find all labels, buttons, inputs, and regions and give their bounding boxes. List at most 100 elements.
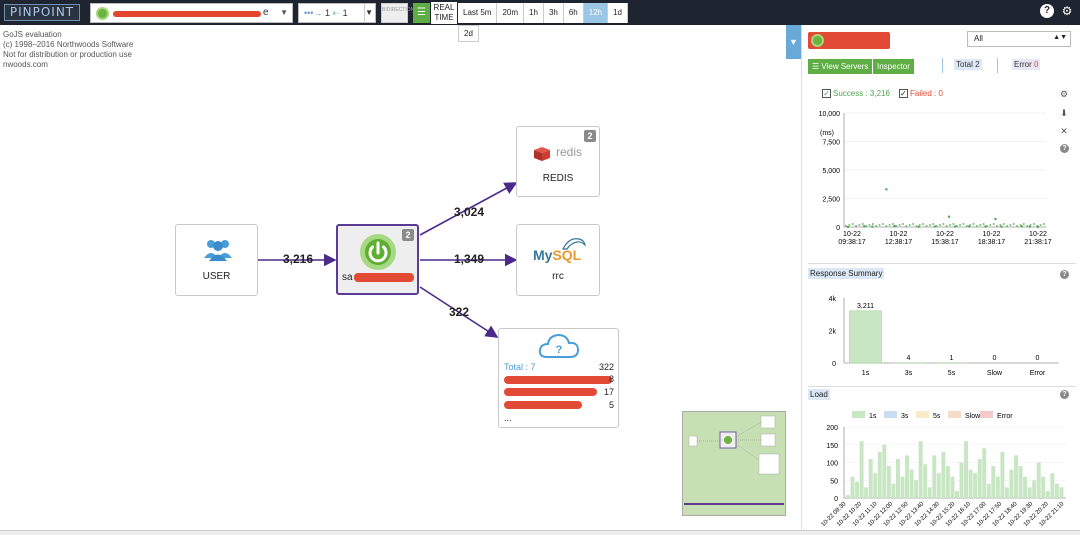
load-bar <box>918 441 923 498</box>
gojs-line: Not for distribution or production use <box>3 50 132 59</box>
edge-label-user-app: 3,216 <box>283 252 314 266</box>
scatter-point <box>962 223 965 225</box>
load-legend-swatch <box>916 411 929 418</box>
period-6h[interactable]: 6h <box>563 3 584 23</box>
scatter-point <box>851 223 854 225</box>
period-2d[interactable]: 2d <box>458 25 479 42</box>
scatter-point <box>999 224 1002 226</box>
period-last5m[interactable]: Last 5m <box>458 3 498 23</box>
outbound-depth-icon: •••→ <box>304 8 323 18</box>
gojs-line: nwoods.com <box>3 60 48 69</box>
download-icon[interactable]: ⬇ <box>1060 108 1068 118</box>
load-title: Load <box>808 389 830 400</box>
scatter-point <box>1032 223 1035 225</box>
instance-count-badge: 2 <box>584 130 596 142</box>
period-20m[interactable]: 20m <box>497 3 525 23</box>
pinpoint-logo[interactable]: PINPOINT <box>4 4 80 21</box>
load-legend-label: Error <box>997 413 1013 420</box>
load-legend-swatch <box>948 411 961 418</box>
period-3h[interactable]: 3h <box>543 3 564 23</box>
scatter-point <box>871 223 874 225</box>
summary-value-label: 1 <box>950 355 954 362</box>
total-count: Total 2 <box>954 59 982 70</box>
scatter-point <box>868 224 871 226</box>
panel-collapse-button[interactable]: ▼ <box>786 25 801 59</box>
help-icon[interactable]: ? <box>1060 390 1069 399</box>
info-panel: All▲▼ ☰ View Servers Inspector Total 2 E… <box>801 25 1080 530</box>
list-view-button[interactable]: ☰ <box>413 3 430 23</box>
success-checkbox[interactable]: ✓Success : 3,216 <box>822 89 890 99</box>
overview-minimap[interactable] <box>682 411 786 516</box>
server-map[interactable]: 3,216 3,024 1,349 322 USER 2 sa 2 redis … <box>0 25 786 530</box>
view-servers-button[interactable]: ☰ View Servers <box>808 59 873 74</box>
load-bar <box>1036 462 1041 498</box>
load-bar <box>945 466 950 498</box>
scatter-point <box>863 225 866 228</box>
topbar-icons: ? ⚙ <box>1040 4 1074 18</box>
scatter-xtick-date: 10-22 <box>983 231 1001 238</box>
search-depth-selector[interactable]: •••→ 1 ⇠ 1 ▼ <box>298 3 376 23</box>
gear-icon[interactable]: ⚙ <box>1059 89 1069 99</box>
minimap-viewport-line <box>684 503 784 505</box>
scatter-point <box>1019 224 1022 226</box>
load-bar <box>1054 483 1059 498</box>
bidirectional-toggle[interactable]: BIDIRECTIONAL <box>381 3 420 23</box>
checkmark-icon: ✓ <box>899 89 908 99</box>
redis-node[interactable]: 2 redis REDIS <box>516 126 600 197</box>
load-bar <box>959 462 964 498</box>
failed-checkbox[interactable]: ✓Failed : 0 <box>899 89 943 99</box>
scatter-point <box>938 224 941 226</box>
scatter-point <box>933 225 937 228</box>
load-bar <box>891 483 896 498</box>
scatter-point <box>1002 223 1005 225</box>
load-bar <box>1000 451 1005 498</box>
scatter-ytick: 7,500 <box>822 140 840 147</box>
period-1d[interactable]: 1d <box>608 3 629 23</box>
help-icon[interactable]: ? <box>1040 4 1054 18</box>
load-bar <box>895 458 900 498</box>
scatter-point <box>1022 223 1025 225</box>
scatter-point <box>1012 223 1015 225</box>
summary-bar <box>849 310 882 364</box>
scatter-xtick-time: 18:38:17 <box>978 239 1005 246</box>
status-bar <box>0 530 1080 535</box>
scatter-xtick-time: 09:38:17 <box>838 239 865 246</box>
scatter-point <box>908 224 911 226</box>
help-icon[interactable]: ? <box>1060 144 1069 153</box>
chevron-down-icon: ▼ <box>280 8 288 17</box>
load-bar <box>1023 476 1028 498</box>
scatter-point <box>891 223 894 225</box>
load-legend-swatch <box>852 411 865 418</box>
period-12h[interactable]: 12h <box>583 3 609 23</box>
instance-count-badge: 2 <box>402 229 414 241</box>
close-icon[interactable]: ✕ <box>1060 126 1068 136</box>
load-bar <box>1009 469 1014 498</box>
edge-app-unknown[interactable] <box>419 286 499 338</box>
scatter-point <box>932 223 935 225</box>
edge-app-redis[interactable] <box>419 182 518 236</box>
response-time-scatter-chart[interactable]: (ms)10,0007,5005,0002,500010-2209:38:171… <box>804 107 1059 247</box>
gear-icon[interactable]: ⚙ <box>1061 4 1073 18</box>
scatter-xtick-date: 10-22 <box>843 231 861 238</box>
scatter-point <box>845 225 847 227</box>
mysql-node-label: rrc <box>552 271 564 282</box>
period-1h[interactable]: 1h <box>524 3 544 23</box>
inbound-depth-value: 1 <box>342 8 348 18</box>
user-node[interactable]: USER <box>175 224 258 296</box>
help-icon[interactable]: ? <box>1060 270 1069 279</box>
unknown-row-value: 8 <box>608 374 614 384</box>
application-selector[interactable]: e ▼ <box>90 3 293 23</box>
application-node[interactable]: 2 sa <box>336 224 419 295</box>
unknown-group-node[interactable]: ? Total : 7 322 8 17 5 ... <box>498 328 619 428</box>
inspector-button[interactable]: Inspector <box>873 59 914 74</box>
realtime-button[interactable]: REAL TIME <box>431 2 457 24</box>
scatter-point <box>949 224 952 226</box>
mysql-node[interactable]: MySQL rrc <box>516 224 600 296</box>
scatter-point <box>1009 224 1012 226</box>
gojs-line: (c) 1998–2016 Northwoods Software <box>3 40 134 49</box>
scatter-point <box>942 223 945 225</box>
scatter-point <box>1039 224 1042 226</box>
selected-app-label <box>808 32 890 49</box>
agent-filter-select[interactable]: All▲▼ <box>967 31 1071 47</box>
scatter-point <box>855 225 858 227</box>
